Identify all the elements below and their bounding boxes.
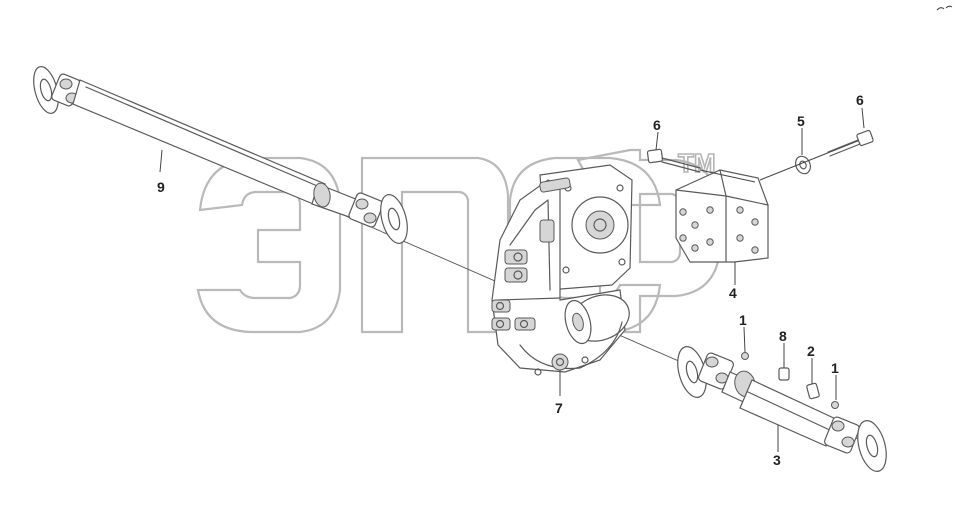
callout-6-left: 6 [653,117,661,133]
callout-1-left: 1 [739,312,747,328]
callout-1-right: 1 [831,360,839,376]
drive-shaft-short [677,346,887,472]
corner-mark [936,5,953,11]
drain-plug [551,353,569,371]
bolt-short [778,367,790,381]
callout-7: 7 [555,400,563,416]
drive-shaft-long [33,66,408,244]
bolt-right [827,129,874,157]
grease-fitting-a [741,352,749,360]
callout-4: 4 [729,285,737,301]
watermark-letter-p [360,156,510,334]
callout-3: 3 [773,452,781,468]
callout-6-right: 6 [856,92,864,108]
bolt-left [646,148,756,183]
nut [806,382,820,400]
transfer-gearbox [491,164,633,376]
callout-8: 8 [779,328,787,344]
callout-2: 2 [807,343,815,359]
callout-9: 9 [157,179,165,195]
washer [759,139,861,181]
mounting-bracket [675,169,769,263]
leader-lines [159,107,865,452]
callout-5: 5 [797,113,805,129]
grease-fitting-b [831,401,839,409]
watermark-tm: TM [678,148,716,178]
callout-labels: 9 6 5 6 4 1 8 2 1 7 3 [157,92,864,468]
